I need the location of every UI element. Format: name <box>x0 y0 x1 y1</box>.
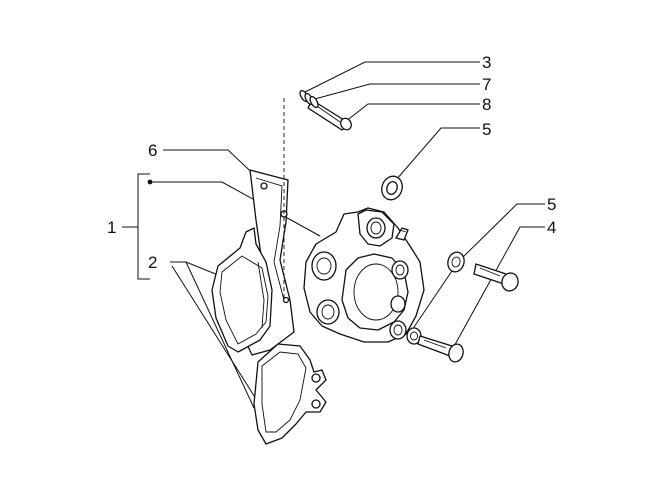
callout-2: 2 <box>148 253 157 272</box>
callout-5-right: 5 <box>547 195 556 214</box>
callout-4: 4 <box>547 218 556 237</box>
callout-8: 8 <box>482 95 491 114</box>
seal-ring-upper <box>381 175 403 201</box>
leader-lines <box>152 61 545 409</box>
lower-bolt-assembly <box>406 327 464 363</box>
upper-bolt-assembly <box>299 89 352 131</box>
brake-pad-lower <box>253 343 327 445</box>
seal-ring-right <box>447 251 465 273</box>
group-bracket <box>122 173 153 280</box>
callout-labels: 3 7 8 5 6 1 2 5 4 <box>107 53 556 272</box>
caliper-body <box>303 207 425 343</box>
callout-1: 1 <box>107 218 116 237</box>
callout-5-upper: 5 <box>482 120 491 139</box>
brake-pad-upper <box>211 227 273 353</box>
callout-7: 7 <box>482 75 491 94</box>
callout-6: 6 <box>148 141 157 160</box>
right-short-bolt <box>473 263 519 292</box>
callout-3: 3 <box>482 53 491 72</box>
